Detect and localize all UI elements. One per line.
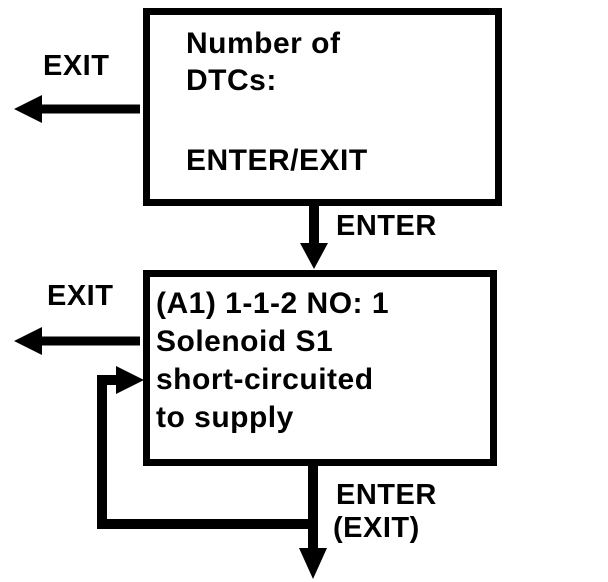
exit-arrow-bottom-icon [14, 327, 140, 355]
dtc-detail-screen-box: (A1) 1-1-2 NO: 1 Solenoid S1 short-circu… [143, 270, 497, 466]
screen-text-line: DTCs: [186, 64, 277, 97]
enter-label-top: ENTER [336, 210, 437, 242]
screen-text-line: ENTER/EXIT [186, 144, 368, 177]
dtc-count-screen-box: Number of DTCs: ENTER/EXIT [143, 8, 502, 206]
exit-paren-label: (EXIT) [333, 512, 420, 544]
loop-arrow-icon [97, 366, 313, 529]
screen-text-line: short-circuited [156, 363, 374, 396]
exit-arrow-top-icon [14, 95, 140, 123]
exit-label-bottom: EXIT [47, 280, 114, 312]
continue-arrow-icon [299, 460, 327, 579]
enter-label-bottom: ENTER [336, 479, 437, 511]
screen-text-line: to supply [156, 401, 294, 434]
screen-text-line: (A1) 1-1-2 NO: 1 [156, 287, 390, 320]
screen-text-line: Solenoid S1 [156, 325, 334, 358]
screen-text-line: Number of [186, 27, 341, 60]
enter-arrow-icon [300, 202, 328, 269]
exit-label-top: EXIT [43, 50, 110, 82]
